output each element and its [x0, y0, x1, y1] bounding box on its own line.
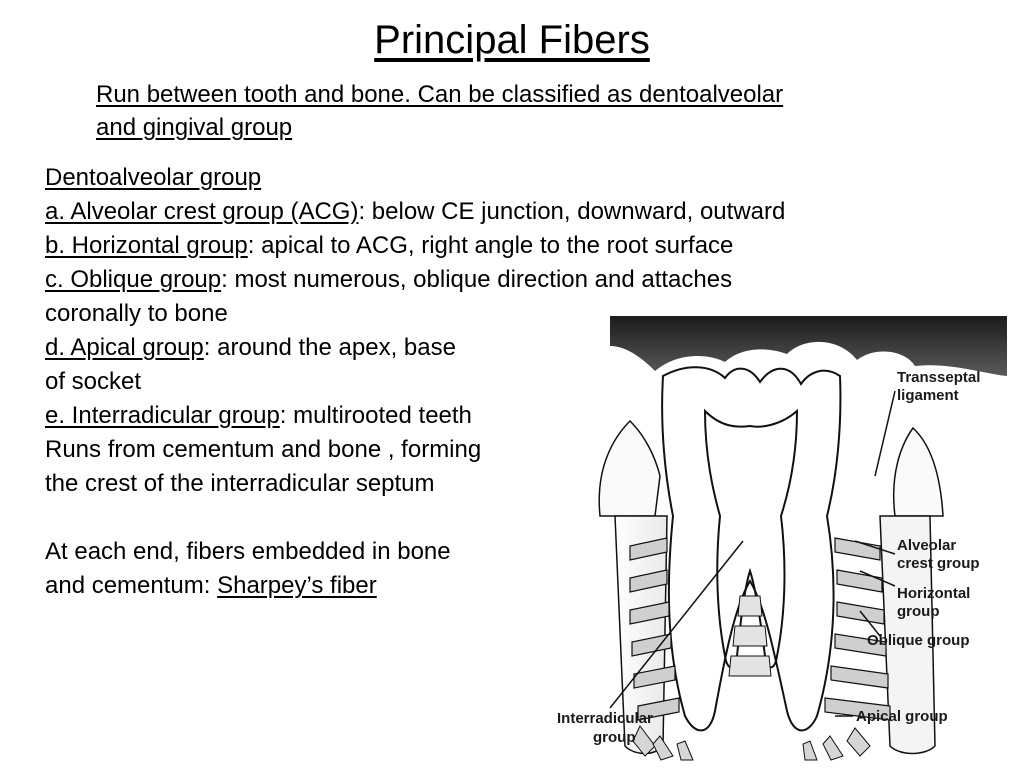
end-text-2: and cementum: [45, 572, 218, 599]
group-heading: Dentoalveolar group [45, 164, 262, 191]
item-d-text: : around the apex, base [203, 334, 456, 361]
subtitle-line-2: and gingival group [96, 114, 293, 141]
item-e-text-cont-1: Runs from cementum and bone , forming [45, 436, 482, 463]
right-alveolar-bone [879, 515, 936, 755]
label-horizontal-1: Horizontal [897, 585, 970, 602]
right-fiber-bands [824, 537, 891, 721]
slide-subtitle: Run between tooth and bone. Can be class… [96, 78, 936, 144]
sharpey-fiber-term: Sharpey’s fiber [217, 572, 377, 599]
item-b-text: : apical to ACG, right angle to the root… [247, 232, 734, 259]
item-d-label: d. Apical group [45, 334, 204, 361]
tooth-fiber-illustration: Transseptal ligament Alveolar crest grou… [557, 316, 1007, 761]
item-c-text-cont: coronally to bone [45, 300, 228, 327]
label-oblique: Oblique group [867, 632, 970, 649]
label-transseptal-1: Transseptal [897, 369, 980, 386]
item-c-text: : most numerous, oblique direction and a… [221, 266, 733, 293]
label-alveolar-2: crest group [897, 555, 980, 572]
tooth-fiber-diagram: Transseptal ligament Alveolar crest grou… [555, 316, 1007, 762]
interradicular-fibers [728, 595, 772, 677]
subtitle-line-1: Run between tooth and bone. Can be class… [96, 81, 784, 108]
gingiva-top-shade [610, 316, 1007, 376]
tooth-outline [661, 366, 842, 732]
item-a-text: : below CE junction, downward, outward [358, 198, 786, 225]
apical-fibers [632, 725, 871, 761]
label-alveolar-1: Alveolar [897, 537, 956, 554]
item-b-label: b. Horizontal group [45, 232, 248, 259]
item-c-label: c. Oblique group [45, 266, 222, 293]
label-interradicular-1: Interradicular [557, 710, 653, 727]
label-interradicular-2: group [593, 729, 636, 746]
item-e-text-cont-2: the crest of the interradicular septum [45, 470, 435, 497]
left-fiber-bands [629, 537, 680, 721]
item-a-label: a. Alveolar crest group (ACG) [45, 198, 359, 225]
item-d-text-cont: of socket [45, 368, 142, 395]
label-apical: Apical group [856, 708, 948, 725]
slide-title: Principal Fibers [374, 18, 650, 62]
leader-lines [609, 390, 896, 717]
item-e-text: : multirooted teeth [279, 402, 472, 429]
item-e-label: e. Interradicular group [45, 402, 280, 429]
label-transseptal-2: ligament [897, 387, 959, 404]
left-gingiva [598, 419, 661, 517]
right-gingiva [892, 426, 944, 517]
end-text-1: At each end, fibers embedded in bone [45, 538, 451, 565]
label-horizontal-2: group [897, 603, 940, 620]
slide-body: Dentoalveolar group a. Alveolar crest gr… [45, 161, 945, 603]
